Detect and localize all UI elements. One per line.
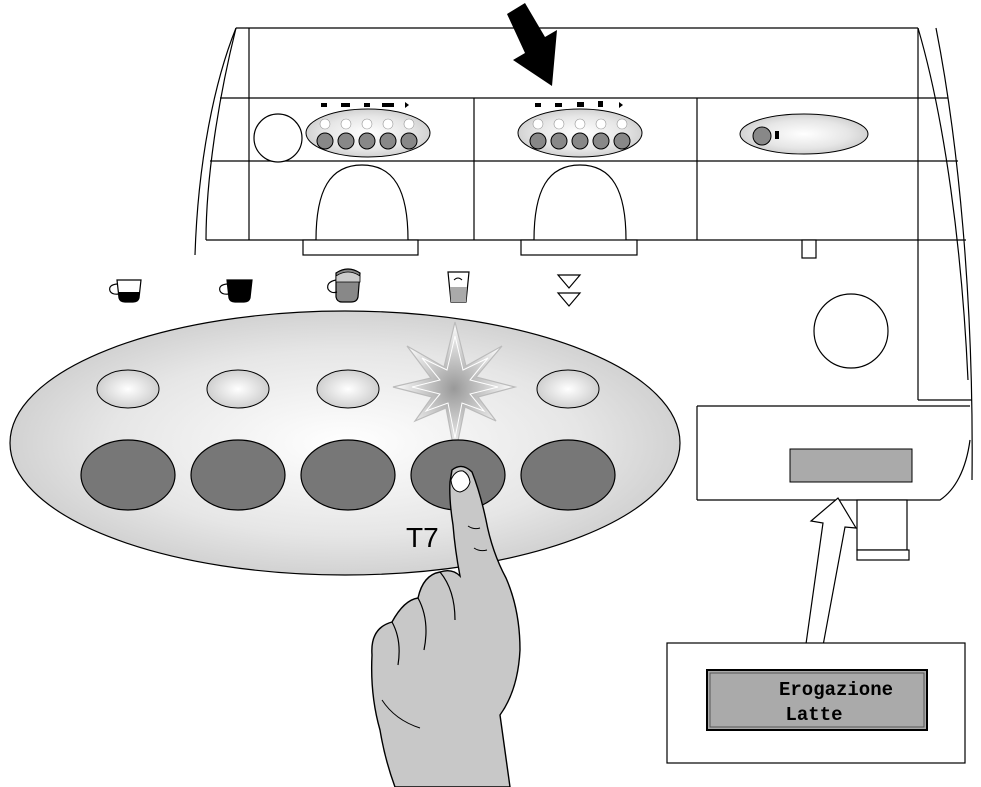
callout-arrow (804, 497, 858, 652)
hot-water-panel (739, 113, 869, 155)
button-t4[interactable] (80, 439, 176, 511)
display-line-2: Latte (785, 704, 842, 726)
lower-housing (696, 405, 971, 561)
display-screen (706, 669, 928, 731)
led-1 (96, 369, 160, 409)
steam-knob[interactable] (253, 113, 303, 163)
cappuccino-cup-icon (327, 268, 361, 303)
middle-group-panel (517, 101, 643, 158)
button-t6[interactable] (300, 439, 396, 511)
latte-glass-icon (447, 271, 470, 303)
display-callout: Erogazione Latte (666, 642, 966, 764)
pointer-arrow-icon (507, 3, 557, 86)
display-line-1: Erogazione (779, 679, 893, 701)
led-2 (206, 369, 270, 409)
led-3 (316, 369, 380, 409)
steam-wand-knob[interactable] (813, 293, 889, 369)
led-row (96, 369, 600, 409)
full-coffee-cup-icon (219, 279, 253, 303)
continuous-dispense-triangles-icon (556, 274, 582, 307)
left-group-panel (305, 102, 431, 158)
hot-water-button[interactable] (752, 126, 772, 146)
selection-buttons (80, 439, 616, 511)
button-t5[interactable] (190, 439, 286, 511)
hand-pointer-icon (371, 465, 521, 787)
small-espresso-cup-icon (109, 279, 142, 303)
button-t8[interactable] (520, 439, 616, 511)
machine-display (789, 448, 913, 483)
group-heads (302, 164, 817, 259)
button-label: T7 (406, 522, 439, 553)
led-5 (536, 369, 600, 409)
